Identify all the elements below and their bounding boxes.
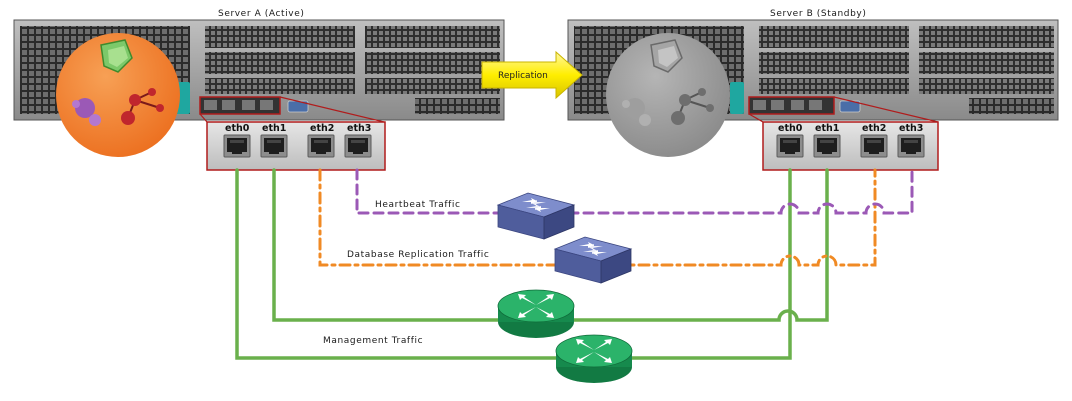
heartbeat-traffic-label: Heartbeat Traffic xyxy=(375,200,461,210)
server-a-port-label-eth1: eth1 xyxy=(262,123,286,134)
heartbeat-link-eth3 xyxy=(355,168,914,215)
server-b-port-label-eth3: eth3 xyxy=(899,123,923,134)
server-b-port-eth3 xyxy=(897,134,925,158)
server-b-port-eth1 xyxy=(813,134,841,158)
server-a-port-panel: eth0 eth1 eth2 eth3 xyxy=(199,96,386,171)
server-a-port-eth1 xyxy=(260,134,288,158)
database-link-eth2 xyxy=(318,168,877,267)
database-traffic-label: Database Replication Traffic xyxy=(347,250,489,260)
server-a-port-eth3 xyxy=(344,134,372,158)
management-router-icon-1 xyxy=(497,289,575,339)
server-a-port-label-eth0: eth0 xyxy=(225,123,250,134)
server-a-port-eth2 xyxy=(307,134,335,158)
server-a-port-label-eth2: eth2 xyxy=(310,123,334,134)
server-a-port-eth0 xyxy=(223,134,251,158)
replication-label: Replication xyxy=(498,71,548,81)
server-a: Server A (Active) eth0 eth1 eth2 eth3 xyxy=(13,9,505,171)
server-b-port-eth2 xyxy=(860,134,888,158)
server-a-port-label-eth3: eth3 xyxy=(347,123,371,134)
management-router-icon-2 xyxy=(555,334,633,384)
server-a-services-badge xyxy=(56,33,180,157)
server-a-title: Server A (Active) xyxy=(218,9,304,19)
server-b-services-badge xyxy=(606,33,730,157)
management-traffic-links xyxy=(235,168,829,360)
management-link-eth1 xyxy=(272,168,829,322)
heartbeat-links xyxy=(355,168,914,215)
server-b-port-label-eth0: eth0 xyxy=(778,123,803,134)
database-replication-links xyxy=(318,168,877,267)
server-b-port-label-eth2: eth2 xyxy=(862,123,886,134)
management-link-eth0 xyxy=(235,168,792,360)
server-b-port-label-eth1: eth1 xyxy=(815,123,839,134)
replication-switch-icon xyxy=(554,236,632,284)
server-b-port-panel: eth0 eth1 eth2 eth3 xyxy=(748,96,939,171)
management-traffic-label: Management Traffic xyxy=(323,336,423,346)
server-b: Server B (Standby) eth0 eth1 eth2 eth3 xyxy=(567,9,1059,171)
heartbeat-switch-icon xyxy=(497,192,575,240)
server-b-title: Server B (Standby) xyxy=(770,9,866,19)
replication-arrow: Replication xyxy=(481,50,583,100)
server-b-port-eth0 xyxy=(776,134,804,158)
